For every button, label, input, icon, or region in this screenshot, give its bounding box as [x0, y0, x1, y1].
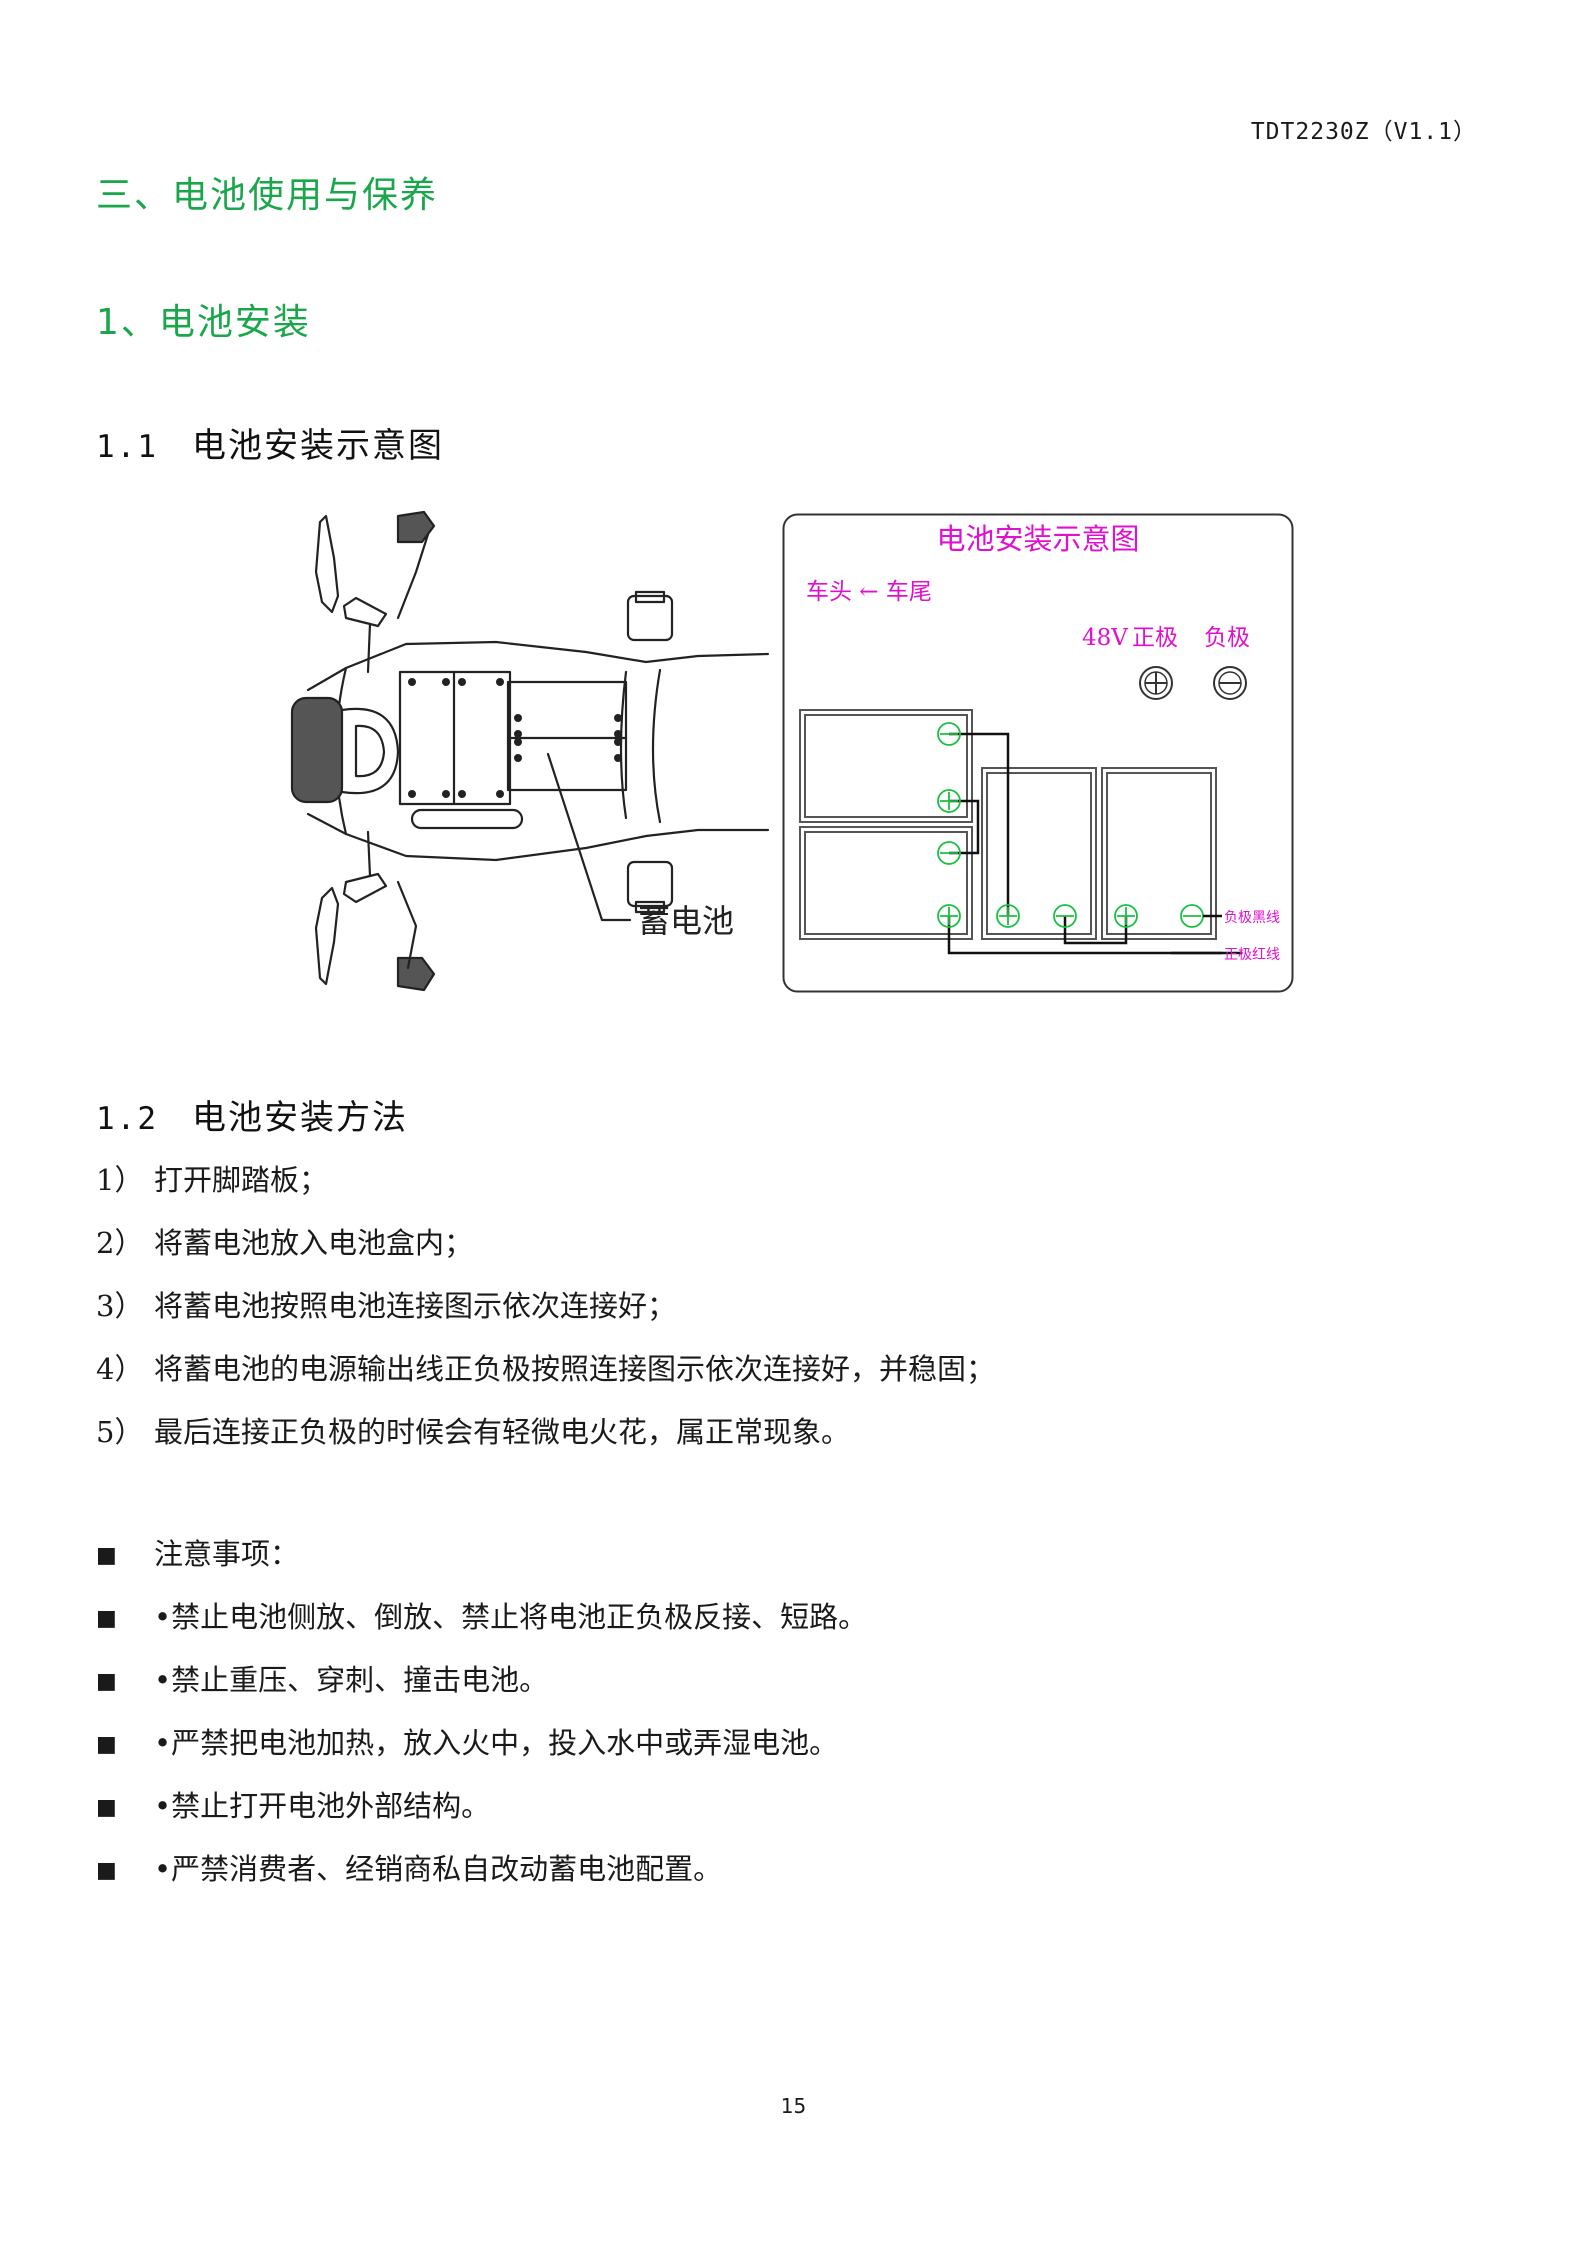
- terminal-pos: [996, 904, 1020, 928]
- terminal-neg: [937, 841, 961, 865]
- positive-wire-label: 正极红线: [1224, 947, 1280, 963]
- list-item: ■ •禁止重压、穿刺、撞击电池。: [96, 1660, 867, 1723]
- subsection-title: 1、电池安装: [96, 302, 311, 343]
- direction-label: 车头 ← 车尾: [806, 579, 932, 605]
- step-number: 5）: [96, 1415, 144, 1449]
- step-number: 3）: [96, 1289, 144, 1323]
- step-number: 2）: [96, 1226, 144, 1260]
- negative-label: 负极: [1204, 625, 1250, 651]
- list-item: 2） 将蓄电池放入电池盒内；: [96, 1223, 995, 1286]
- heading-1-2: 1.2 电池安装方法: [96, 1090, 408, 1139]
- square-bullet-icon: ■: [96, 1543, 117, 1568]
- heading-1-2-number: 1.2: [96, 1101, 158, 1137]
- step-text: 最后连接正负极的时候会有轻微电火花，属正常现象。: [154, 1415, 851, 1449]
- negative-wire-label: 负极黑线: [1224, 910, 1280, 926]
- terminal-pos: [937, 789, 961, 813]
- step-text: 将蓄电池放入电池盒内；: [154, 1226, 474, 1260]
- positive-label: 正极: [1132, 625, 1178, 651]
- step-text: 打开脚踏板；: [154, 1163, 329, 1197]
- page-number: 15: [780, 2094, 807, 2118]
- step-number: 4）: [96, 1352, 144, 1386]
- list-item: 3） 将蓄电池按照电池连接图示依次连接好；: [96, 1286, 995, 1349]
- negative-terminal-symbol: [1213, 666, 1247, 700]
- square-bullet-icon: ■: [96, 1669, 117, 1694]
- diagram-title: 电池安装示意图: [936, 522, 1139, 556]
- list-item: 5） 最后连接正负极的时候会有轻微电火花，属正常现象。: [96, 1412, 995, 1475]
- step-number: 1）: [96, 1163, 144, 1197]
- precautions-list: ■ 注意事项： ■ •禁止电池侧放、倒放、禁止将电池正负极反接、短路。 ■ •禁止重压…: [96, 1534, 867, 1912]
- note-text: •严禁消费者、经销商私自改动蓄电池配置。: [154, 1852, 723, 1886]
- terminal-neg: [1053, 904, 1077, 928]
- heading-1-2-text: 电池安装方法: [192, 1098, 408, 1138]
- note-text: •禁止重压、穿刺、撞击电池。: [154, 1663, 549, 1697]
- heading-1-1-text: 电池安装示意图: [192, 426, 444, 466]
- battery-callout-label: 蓄电池: [638, 902, 734, 940]
- square-bullet-icon: ■: [96, 1606, 117, 1631]
- battery-connection-diagram: 电池安装示意图 车头 ← 车尾 48V 正极 负极: [782, 513, 1294, 993]
- list-item: ■ •禁止打开电池外部结构。: [96, 1786, 867, 1849]
- terminal-pos: [1114, 904, 1138, 928]
- note-text: •严禁把电池加热，放入火中，投入水中或弄湿电池。: [154, 1726, 839, 1760]
- section-title: 三、电池使用与保养: [96, 175, 439, 216]
- note-text: •禁止电池侧放、倒放、禁止将电池正负极反接、短路。: [154, 1600, 868, 1634]
- square-bullet-icon: ■: [96, 1795, 117, 1820]
- scooter-top-view-figure: 蓄电池: [290, 510, 770, 992]
- list-item: ■ •严禁消费者、经销商私自改动蓄电池配置。: [96, 1849, 867, 1912]
- note-text: 注意事项：: [154, 1537, 300, 1571]
- list-item: 1） 打开脚踏板；: [96, 1160, 995, 1223]
- install-steps-list: 1） 打开脚踏板； 2） 将蓄电池放入电池盒内； 3） 将蓄电池按照电池连接图示依次连…: [96, 1160, 995, 1475]
- square-bullet-icon: ■: [96, 1858, 117, 1883]
- step-text: 将蓄电池的电源输出线正负极按照连接图示依次连接好，并稳固；: [154, 1352, 996, 1386]
- voltage-label: 48V: [1082, 625, 1128, 651]
- heading-1-1: 1.1 电池安装示意图: [96, 418, 444, 467]
- list-item: 4） 将蓄电池的电源输出线正负极按照连接图示依次连接好，并稳固；: [96, 1349, 995, 1412]
- positive-terminal-symbol: [1139, 666, 1173, 700]
- list-item: ■ •严禁把电池加热，放入火中，投入水中或弄湿电池。: [96, 1723, 867, 1786]
- note-text: •禁止打开电池外部结构。: [154, 1789, 491, 1823]
- document-id: TDT2230Z（V1.1）: [1250, 119, 1477, 145]
- square-bullet-icon: ■: [96, 1732, 117, 1757]
- step-text: 将蓄电池按照电池连接图示依次连接好；: [154, 1289, 677, 1323]
- list-item: ■ •禁止电池侧放、倒放、禁止将电池正负极反接、短路。: [96, 1597, 867, 1660]
- heading-1-1-number: 1.1: [96, 429, 158, 465]
- list-item: ■ 注意事项：: [96, 1534, 867, 1597]
- terminal-neg: [937, 722, 961, 746]
- terminal-pos: [937, 904, 961, 928]
